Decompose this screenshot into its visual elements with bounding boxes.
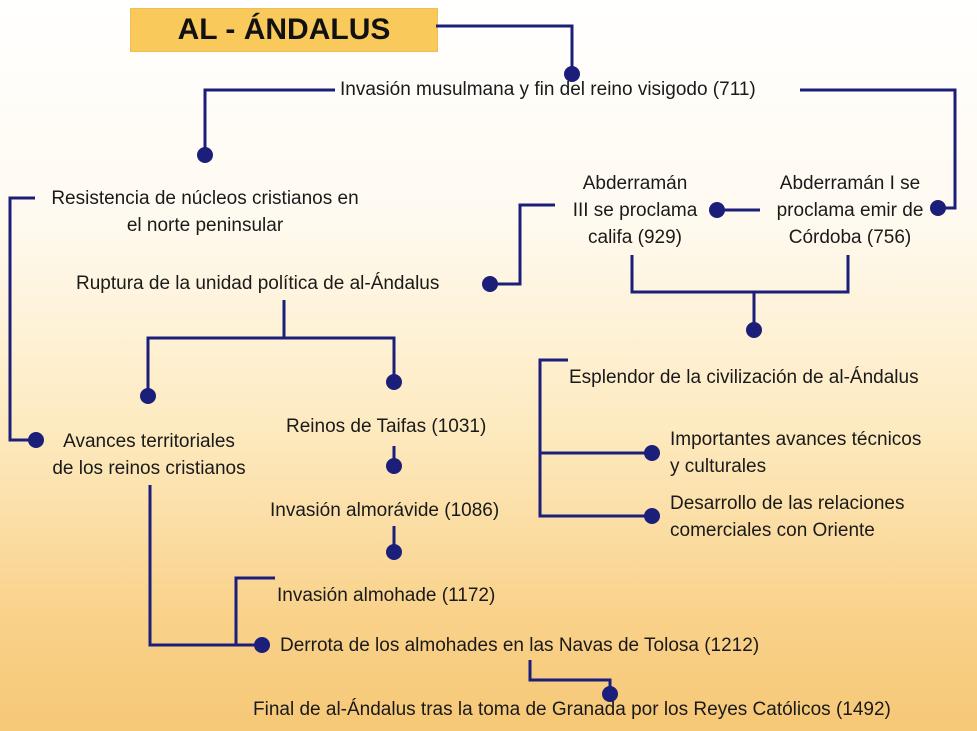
node-abderraman-iii-line3: califa (929) (588, 227, 682, 248)
node-abderraman-i-line3: Córdoba (756) (788, 227, 912, 248)
node-invasion-almohade: Invasión almohade (1172) (277, 585, 496, 606)
node-abderraman-i-line1: Abderramán I se (779, 173, 921, 194)
node-abderraman-i-line2: proclama emir de (776, 200, 924, 221)
node-invasion-almoravide: Invasión almorávide (1086) (270, 500, 500, 521)
node-abderraman-iii: Abderramán III se proclama califa (929) (560, 170, 710, 251)
node-avances-territoriales-line1: Avances territoriales (63, 431, 235, 452)
node-invasion-musulmana: Invasión musulmana y fin del reino visig… (340, 79, 756, 100)
node-resistencia-line2: el norte peninsular (126, 215, 284, 236)
node-avances-tecnicos-line2: y culturales (670, 456, 767, 477)
node-navas-tolosa: Derrota de los almohades en las Navas de… (280, 635, 760, 656)
node-esplendor: Esplendor de la civilización de al-Ándal… (569, 367, 919, 388)
node-relaciones-comerciales: Desarrollo de las relaciones comerciales… (670, 490, 904, 544)
node-avances-territoriales: Avances territoriales de los reinos cris… (44, 428, 254, 482)
node-reinos-taifas: Reinos de Taifas (1031) (286, 416, 487, 437)
node-abderraman-i: Abderramán I se proclama emir de Córdoba… (762, 170, 938, 251)
node-ruptura: Ruptura de la unidad política de al-Ánda… (76, 273, 440, 294)
node-abderraman-iii-line1: Abderramán (582, 173, 688, 194)
node-avances-tecnicos-line1: Importantes avances técnicos (670, 429, 922, 450)
node-abderraman-iii-line2: III se proclama (572, 200, 698, 221)
node-relaciones-line1: Desarrollo de las relaciones (670, 493, 905, 514)
node-avances-tecnicos: Importantes avances técnicos y culturale… (670, 426, 921, 480)
node-resistencia: Resistencia de núcleos cristianos en el … (38, 185, 372, 239)
node-relaciones-line2: comerciales con Oriente (670, 520, 875, 541)
node-resistencia-line1: Resistencia de núcleos cristianos en (51, 188, 359, 209)
node-final-al-andalus: Final de al-Ándalus tras la toma de Gran… (253, 699, 891, 720)
diagram-title: AL - ÁNDALUS (130, 8, 438, 52)
node-avances-territoriales-line2: de los reinos cristianos (52, 458, 246, 479)
